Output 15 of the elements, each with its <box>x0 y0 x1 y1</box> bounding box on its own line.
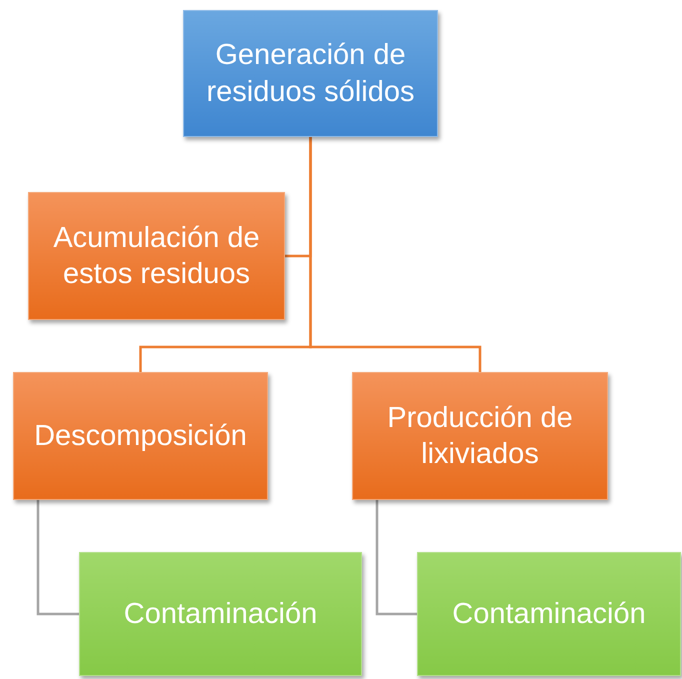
node-text: Generación de residuos sólidos <box>206 38 416 110</box>
connector-line <box>36 500 79 616</box>
outcome-box <box>417 552 681 676</box>
node-text: Descomposición <box>34 418 247 454</box>
connector-line <box>309 137 482 372</box>
connector-line <box>376 500 417 616</box>
outcome-box <box>79 552 362 676</box>
node-text: Acumulación de estos residuos <box>52 220 261 292</box>
process-box <box>352 372 608 500</box>
node-text: Contaminación <box>124 596 318 632</box>
process-box <box>183 10 438 137</box>
process-box <box>28 192 285 320</box>
node-text: Contaminación <box>452 596 646 632</box>
process-box <box>13 372 268 500</box>
node-text: Producción de lixiviados <box>386 400 574 472</box>
